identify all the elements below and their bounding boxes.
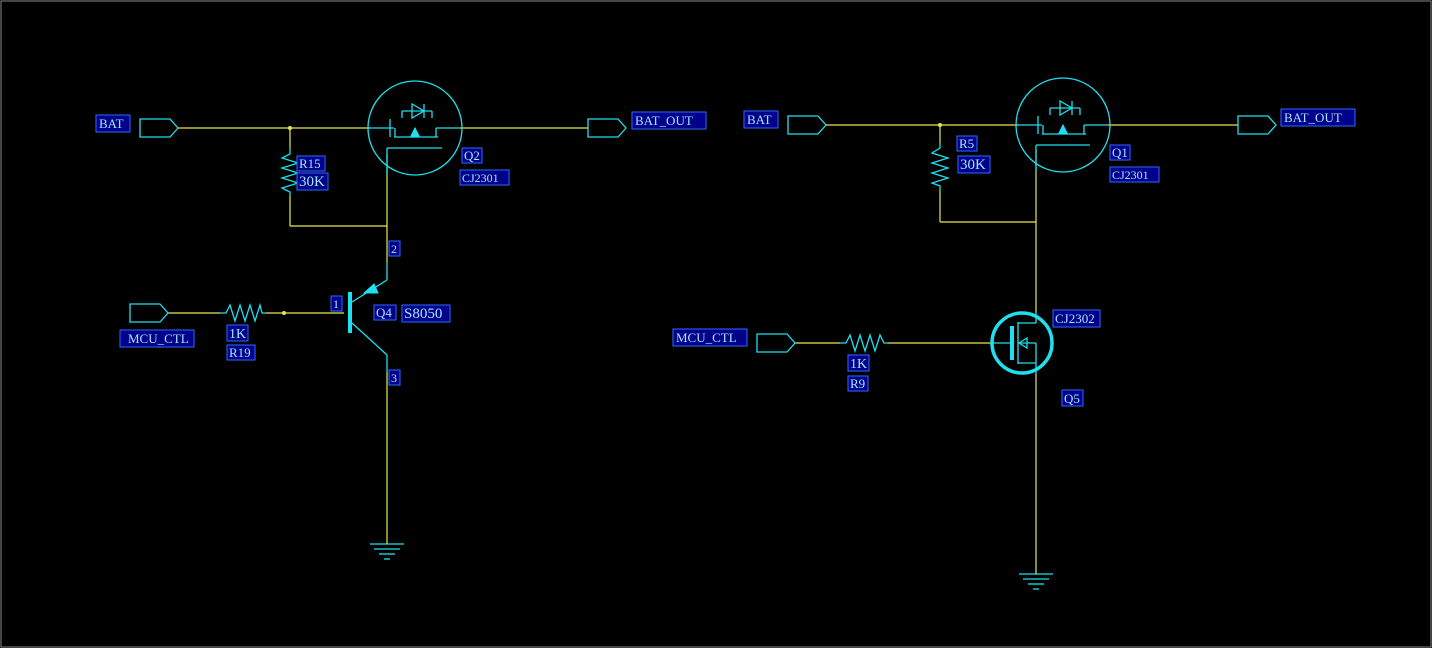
r19-ref: R19 <box>229 345 251 360</box>
port-arrow-icon <box>756 333 796 353</box>
left-circuit: BAT BAT_OUT R15 30K <box>95 80 707 560</box>
right-bat-out-label-box <box>1280 108 1356 127</box>
q4-ref-box <box>373 304 397 321</box>
r9-value-box <box>847 354 870 372</box>
left-mcu-label: MCU_CTL <box>128 331 189 346</box>
q2-pmos[interactable]: Q2 CJ2301 <box>367 80 510 186</box>
right-mcu-label: MCU_CTL <box>676 330 737 345</box>
q4-pin1-box <box>330 295 343 312</box>
right-bat-port[interactable]: BAT <box>743 110 827 135</box>
q2-value: CJ2301 <box>462 171 499 185</box>
right-bat-label-box <box>743 110 779 129</box>
q1-pmos[interactable]: Q1 CJ2301 <box>1015 77 1160 183</box>
r15-value-box <box>296 172 329 191</box>
q4-value-box <box>401 304 451 323</box>
right-bat-out-port[interactable]: BAT_OUT <box>1237 108 1356 135</box>
nmos-icon <box>990 311 1054 375</box>
r5-value: 30K <box>960 157 986 173</box>
q2-ref-box <box>461 147 483 164</box>
port-arrow-icon <box>129 303 169 323</box>
q4-pin2-box <box>388 240 401 257</box>
r15-ref: R15 <box>299 156 321 171</box>
q5-value: CJ2302 <box>1055 311 1095 326</box>
q4-pin2: 2 <box>391 242 397 256</box>
r19-value: 1K <box>229 327 246 342</box>
pmos-icon <box>1015 77 1111 173</box>
r15-ref-box <box>296 155 326 172</box>
port-arrow-icon <box>1237 115 1277 135</box>
left-bat-label-box <box>95 114 131 133</box>
q4-pin3: 3 <box>391 371 397 385</box>
q1-value-box <box>1109 166 1160 183</box>
q4-npn[interactable]: 1 2 3 Q4 S8050 <box>330 240 451 386</box>
pmos-icon <box>367 80 463 176</box>
npn-transistor-icon <box>348 262 388 372</box>
port-arrow-icon <box>587 118 627 138</box>
q4-ref: Q4 <box>376 305 392 320</box>
left-bat-port[interactable]: BAT <box>95 114 179 138</box>
left-mcu-ctl-port[interactable]: MCU_CTL <box>119 303 195 348</box>
r15-value: 30K <box>299 174 325 190</box>
r5-ref: R5 <box>959 136 974 151</box>
r5-value-box <box>957 155 991 174</box>
junction-dot <box>282 311 286 315</box>
q5-ref-box <box>1061 389 1084 407</box>
q4-pin3-box <box>388 369 401 386</box>
resistor-icon <box>929 143 951 190</box>
r9-ref-box <box>847 375 869 392</box>
r5-ref-box <box>956 135 978 152</box>
right-mcu-ctl-port[interactable]: MCU_CTL <box>672 328 796 353</box>
port-arrow-icon <box>139 118 179 138</box>
q1-ref-box <box>1109 144 1131 161</box>
q5-nmos[interactable]: CJ2302 Q5 <box>990 309 1101 407</box>
q1-ref: Q1 <box>1112 145 1128 160</box>
r19-ref-box <box>226 344 256 361</box>
left-bat-out-port[interactable]: BAT_OUT <box>587 111 707 138</box>
resistor-icon <box>840 332 888 354</box>
left-bat-out-label: BAT_OUT <box>635 113 693 128</box>
left-bat-out-label-box <box>631 111 707 130</box>
r9-ref: R9 <box>850 376 865 391</box>
port-arrow-icon <box>787 115 827 135</box>
right-bat-label: BAT <box>747 112 772 127</box>
resistor-icon <box>279 148 301 196</box>
left-bat-label: BAT <box>99 116 124 131</box>
q5-ref: Q5 <box>1064 391 1080 406</box>
ground-icon <box>370 540 404 560</box>
right-bat-out-label: BAT_OUT <box>1284 110 1342 125</box>
q4-pin1: 1 <box>333 297 339 311</box>
q2-value-box <box>459 169 510 186</box>
q4-value: S8050 <box>404 306 442 322</box>
ground-icon <box>1019 570 1053 590</box>
q1-value: CJ2301 <box>1112 168 1149 182</box>
resistor-icon <box>220 302 266 324</box>
q2-ref: Q2 <box>464 148 480 163</box>
left-mcu-label-box <box>119 329 195 348</box>
r9-value: 1K <box>850 357 867 372</box>
right-mcu-label-box <box>672 328 748 347</box>
q5-value-box <box>1052 309 1101 328</box>
right-circuit: BAT BAT_OUT R5 30K <box>672 77 1356 590</box>
r19-value-box <box>226 324 249 342</box>
